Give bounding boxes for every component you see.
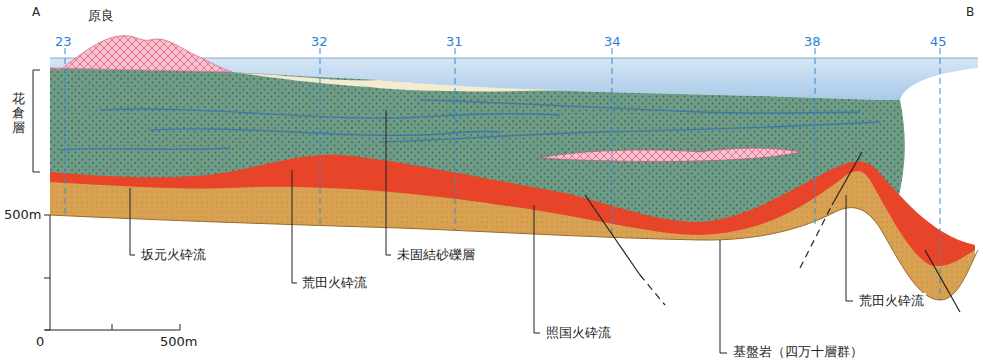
layer-label: 荒田火砕流 — [300, 275, 369, 291]
section-end: B — [966, 4, 974, 20]
geology — [50, 36, 978, 362]
section-end: A — [32, 4, 40, 20]
formation-bracket — [33, 70, 40, 172]
scale-value: 0 — [36, 334, 44, 350]
layer-label: 基盤岩（四万十層群） — [731, 344, 865, 360]
layer-label: 坂元火砕流 — [139, 247, 208, 263]
borehole-number: 38 — [804, 34, 821, 50]
borehole-number: 23 — [55, 34, 72, 50]
place-name: 原良 — [88, 8, 114, 24]
below-ground — [50, 208, 978, 362]
surface-deposit — [240, 73, 560, 91]
borehole-lines — [65, 48, 940, 300]
sand-lenses — [60, 100, 880, 150]
borehole-number: 32 — [311, 34, 328, 50]
leader-lines — [130, 110, 853, 353]
borehole-number: 31 — [446, 34, 463, 50]
harara-hill — [50, 36, 232, 72]
formation-name: 花倉層 — [12, 92, 25, 135]
borehole-number: 45 — [930, 34, 947, 50]
layer-label: 照国火砕流 — [544, 325, 613, 341]
layer-label: 荒田火砕流 — [857, 293, 926, 309]
fault-lines — [585, 152, 960, 312]
scale-value: 500m — [160, 334, 197, 350]
vertical-scale — [44, 215, 50, 330]
basement-outline — [50, 208, 978, 300]
layer-label: 未固結砂礫層 — [395, 247, 477, 263]
borehole-number: 34 — [604, 34, 621, 50]
scale-value: 500m — [4, 207, 41, 223]
horizontal-scale — [45, 324, 180, 330]
pumice-lens — [540, 148, 800, 161]
